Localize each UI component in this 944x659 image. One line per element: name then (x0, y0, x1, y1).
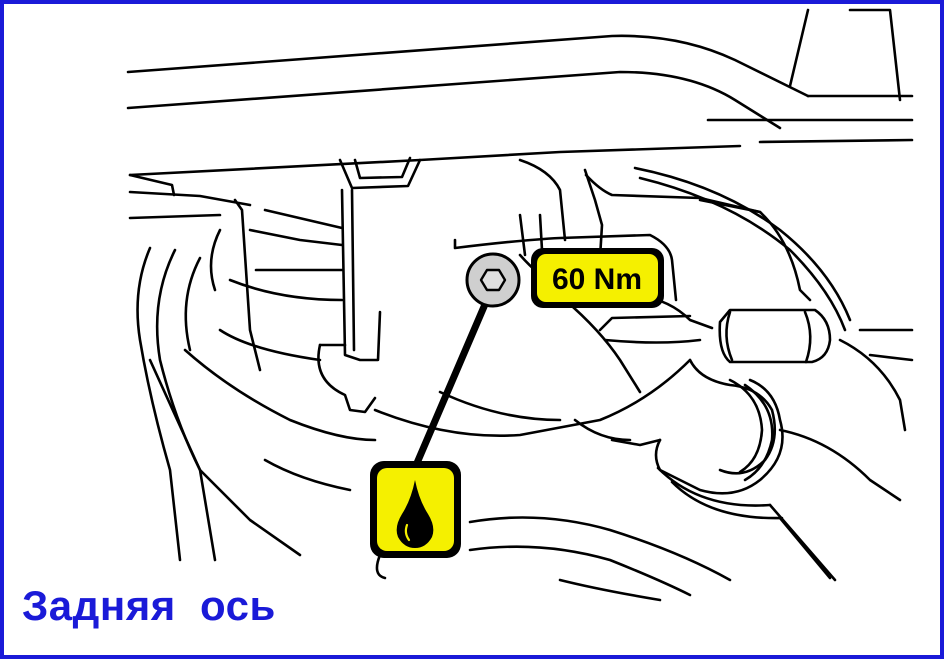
torque-callout: 60 Nm (531, 248, 664, 308)
frame-rail (126, 8, 914, 177)
leader-line (410, 284, 496, 474)
axle-tube-and-boot (610, 166, 914, 582)
oil-drop-icon (370, 461, 461, 558)
hex-bolt-icon (465, 252, 521, 308)
lower-housing (136, 246, 732, 602)
caption-rear-axle: Задняя ось (22, 582, 276, 629)
torque-label: 60 Nm (552, 263, 642, 296)
